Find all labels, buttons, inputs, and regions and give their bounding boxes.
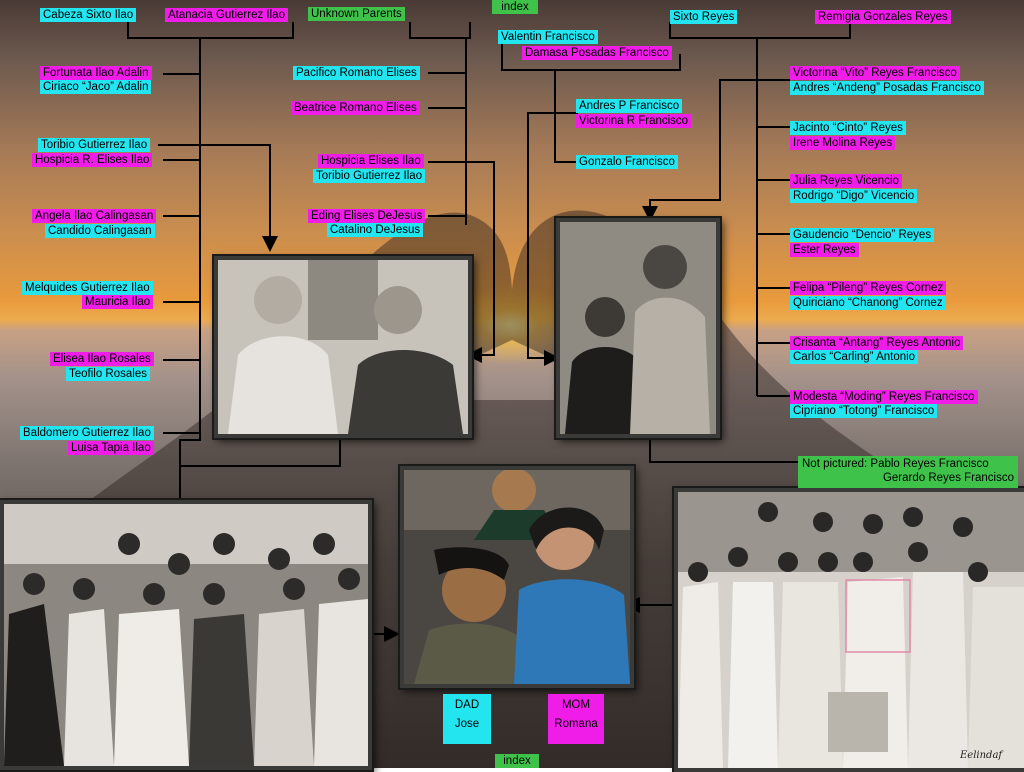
person-felipa-reyes-cornez: Felipa “Pileng” Reyes Cornez bbox=[790, 281, 947, 295]
person-elisea-ilao-rosales: Elisea Ilao Rosales bbox=[50, 352, 154, 366]
person-modesta-reyes-francisco: Modesta “Moding” Reyes Francisco bbox=[790, 390, 978, 404]
mom-box: MOM Romana bbox=[548, 694, 604, 744]
person-baldomero-gutierrez-ilao: Baldomero Gutierrez Ilao bbox=[20, 426, 154, 440]
person-catalino-dejesus: Catalino DeJesus bbox=[327, 223, 424, 237]
reyes-francisco-family-group-photo: Eelindaf bbox=[674, 488, 1024, 772]
mom-name: Romana bbox=[554, 718, 598, 730]
unknown-parents-label: Unknown Parents bbox=[308, 7, 405, 21]
index-link-top[interactable]: index bbox=[492, 0, 538, 14]
mom-title: MOM bbox=[561, 699, 591, 711]
person-melquides-gutierrez-ilao: Melquides Gutierrez Ilao bbox=[22, 281, 153, 295]
dad-title: DAD bbox=[454, 699, 480, 711]
person-beatrice-romano-elises: Beatrice Romano Elises bbox=[291, 101, 420, 115]
not-pictured-line1: Not pictured: Pablo Reyes Francisco bbox=[802, 458, 989, 470]
person-irene-molina-reyes: Irene Molina Reyes bbox=[790, 136, 896, 150]
ilao-family-group-photo bbox=[0, 500, 372, 770]
dad-mom-photo bbox=[400, 466, 634, 688]
person-valentin-francisco: Valentin Francisco bbox=[498, 30, 598, 44]
person-pacifico-romano-elises: Pacifico Romano Elises bbox=[293, 66, 420, 80]
person-crisanta-reyes-antonio: Crisanta “Antang” Reyes Antonio bbox=[790, 336, 964, 350]
person-toribio-gutierrez-ilao: Toribio Gutierrez Ilao bbox=[38, 138, 151, 152]
person-quiriciano-cornez: Quiriciano “Chanong” Cornez bbox=[790, 296, 946, 310]
person-sixto-reyes: Sixto Reyes bbox=[670, 10, 738, 24]
person-fortunata-ilao-adalin: Fortunata Ilao Adalin bbox=[40, 66, 152, 80]
person-jacinto-reyes: Jacinto “Cinto” Reyes bbox=[790, 121, 906, 135]
person-rodrigo-vicencio: Rodrigo “Digo” Vicencio bbox=[790, 189, 918, 203]
grandparents-ilao-photo bbox=[214, 256, 472, 438]
not-pictured-note: Not pictured: Pablo Reyes Francisco Gera… bbox=[798, 456, 1018, 488]
not-pictured-line2: Gerardo Reyes Francisco bbox=[882, 472, 1014, 484]
person-remigia-gonzales-reyes: Remigia Gonzales Reyes bbox=[815, 10, 951, 24]
person-eding-elises-dejesus: Eding Elises DeJesus bbox=[308, 209, 426, 223]
person-andres-p-francisco: Andres P Francisco bbox=[576, 99, 683, 113]
person-carlos-antonio: Carlos “Carling” Antonio bbox=[790, 350, 919, 364]
person-victorina-r-francisco: Victorina R Francisco bbox=[576, 114, 692, 128]
person-atanacia-gutierrez-ilao: Atanacia Gutierrez Ilao bbox=[165, 8, 288, 22]
index-link-bottom[interactable]: index bbox=[495, 754, 539, 768]
person-julia-reyes-vicencio: Julia Reyes Vicencio bbox=[790, 174, 902, 188]
person-ciriaco-adalin: Ciriaco “Jaco” Adalin bbox=[40, 80, 152, 94]
person-hospicia-elises-ilao: Hospicia R. Elises Ilao bbox=[32, 153, 153, 167]
person-victorina-reyes-francisco: Victorina “Vito” Reyes Francisco bbox=[790, 66, 960, 80]
dad-box: DAD Jose bbox=[443, 694, 491, 744]
person-gaudencio-reyes: Gaudencio “Dencio” Reyes bbox=[790, 228, 935, 242]
person-damasa-posadas-francisco: Damasa Posadas Francisco bbox=[522, 46, 672, 60]
grandparents-francisco-photo bbox=[556, 218, 720, 438]
person-andres-posadas-francisco: Andres “Andeng” Posadas Francisco bbox=[790, 81, 984, 95]
person-cabeza-sixto-ilao: Cabeza Sixto Ilao bbox=[40, 8, 137, 22]
person-gonzalo-francisco: Gonzalo Francisco bbox=[576, 155, 678, 169]
person-candido-calingasan: Candido Calingasan bbox=[45, 224, 155, 238]
person-cipriano-francisco: Cipriano “Totong” Francisco bbox=[790, 404, 938, 418]
dad-name: Jose bbox=[454, 718, 480, 730]
person-toribio-gutierrez-ilao-2: Toribio Gutierrez Ilao bbox=[313, 169, 426, 183]
person-hospicia-elises-ilao-2: Hospicia Elises Ilao bbox=[318, 154, 424, 168]
person-angela-ilao-calingasan: Angela Ilao Calingasan bbox=[32, 209, 157, 223]
person-mauricia-ilao: Mauricia Ilao bbox=[82, 295, 154, 309]
person-luisa-tapia-ilao: Luisa Tapia Ilao bbox=[68, 441, 154, 455]
person-teofilo-rosales: Teofilo Rosales bbox=[66, 367, 150, 381]
photo-signature: Eelindaf bbox=[959, 750, 1004, 761]
person-ester-reyes: Ester Reyes bbox=[790, 243, 859, 257]
